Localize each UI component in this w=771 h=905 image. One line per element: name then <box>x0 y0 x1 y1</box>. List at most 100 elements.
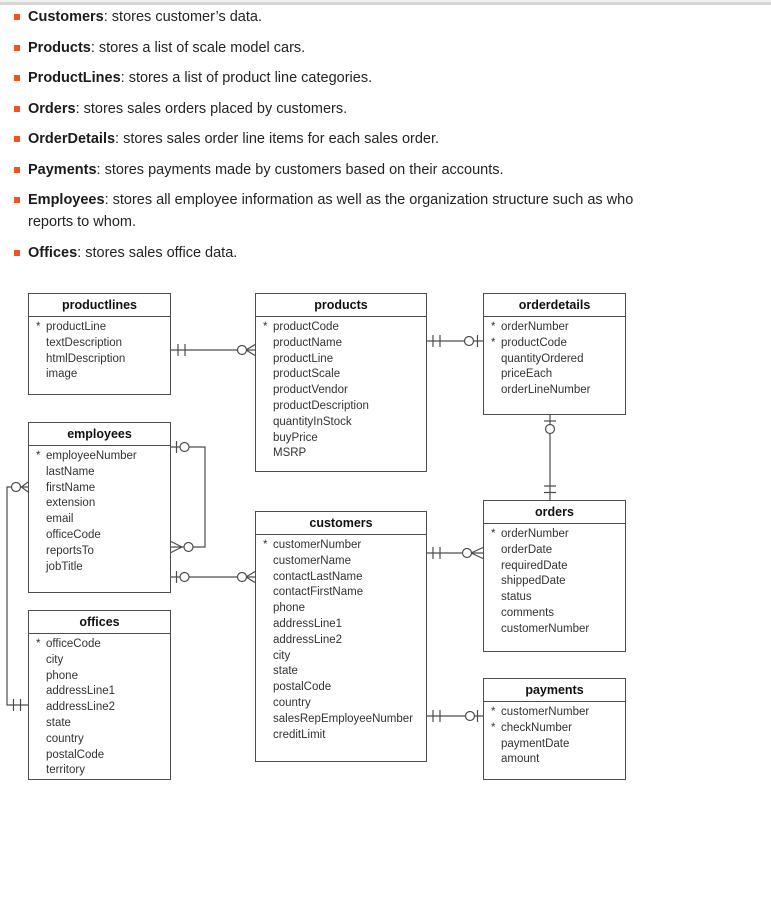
connector-orderdetails-orders <box>544 415 556 500</box>
table-term: Orders <box>28 100 76 117</box>
field-row: postalCode <box>29 748 170 764</box>
primary-key-asterisk <box>263 601 273 617</box>
primary-key-asterisk: * <box>36 321 41 333</box>
top-divider <box>0 0 771 5</box>
field-row: *productCode <box>484 336 625 352</box>
field-name: buyPrice <box>273 431 318 444</box>
table-term: Payments <box>28 161 97 178</box>
table-title: employees <box>29 423 170 446</box>
field-name: creditLimit <box>273 728 326 741</box>
table-term: Offices <box>28 244 78 261</box>
field-name: reportsTo <box>46 544 94 557</box>
primary-key-asterisk <box>36 465 46 481</box>
field-name: productVendor <box>273 384 348 397</box>
connector-customers-orders <box>427 546 484 560</box>
primary-key-asterisk <box>36 528 46 544</box>
field-row: productLine <box>256 352 426 368</box>
primary-key-asterisk <box>491 543 501 559</box>
field-name: comments <box>501 606 555 619</box>
primary-key-asterisk <box>491 590 501 606</box>
field-row: firstName <box>29 481 170 497</box>
table-desc: : stores payments made by customers base… <box>96 161 504 178</box>
primary-key-asterisk <box>36 669 46 685</box>
primary-key-asterisk <box>491 622 501 638</box>
field-name: paymentDate <box>501 737 570 750</box>
table-title: products <box>256 294 426 317</box>
primary-key-asterisk <box>263 570 273 586</box>
table-desc: : stores sales order line items for each… <box>115 131 440 147</box>
field-name: postalCode <box>46 748 105 761</box>
primary-key-asterisk: * <box>491 528 496 540</box>
primary-key-asterisk <box>36 732 46 748</box>
primary-key-asterisk <box>36 481 46 497</box>
list-item-offices: Offices: stores sales office data. <box>14 242 662 264</box>
table-desc: : stores a list of scale model cars. <box>90 39 306 56</box>
primary-key-asterisk <box>36 336 46 352</box>
field-name: country <box>46 732 84 745</box>
primary-key-asterisk <box>36 512 46 528</box>
field-row: *employeeNumber <box>29 449 170 465</box>
primary-key-asterisk <box>36 560 46 576</box>
bullet-icon <box>14 249 20 256</box>
table-title: orders <box>484 501 625 524</box>
field-name: productLine <box>273 352 334 365</box>
list-item-products: Products: stores a list of scale model c… <box>14 37 662 59</box>
field-row: contactLastName <box>256 570 426 586</box>
primary-key-asterisk <box>491 752 501 768</box>
field-name: extension <box>46 497 96 510</box>
field-name: quantityOrdered <box>501 352 584 365</box>
field-name: requiredDate <box>501 559 568 572</box>
primary-key-asterisk <box>263 554 273 570</box>
primary-key-asterisk <box>36 653 46 669</box>
field-name: phone <box>46 669 78 682</box>
table-title: orderdetails <box>484 294 625 317</box>
field-name: lastName <box>46 465 95 478</box>
primary-key-asterisk <box>36 544 46 560</box>
table-desc: : stores sales orders placed by customer… <box>75 100 348 117</box>
field-name: customerNumber <box>501 622 590 635</box>
connector-employees-reportsto-self <box>170 441 206 554</box>
primary-key-asterisk: * <box>491 721 496 734</box>
field-name: orderNumber <box>501 528 569 540</box>
list-item-orderdetails: OrderDetails: stores sales order line it… <box>14 128 662 150</box>
primary-key-asterisk <box>263 649 273 665</box>
bullet-icon <box>14 75 20 81</box>
primary-key-asterisk <box>263 431 273 447</box>
connector-customers-payments <box>427 710 483 722</box>
field-row: city <box>256 649 426 665</box>
field-name: textDescription <box>46 336 123 349</box>
list-item-orders: Orders: stores sales orders placed by cu… <box>14 98 662 120</box>
field-row: * orderNumber <box>484 527 625 543</box>
field-name: phone <box>273 602 305 615</box>
field-name: jobTitle <box>46 560 83 573</box>
field-name: shippedDate <box>501 575 566 588</box>
field-name: customerNumber <box>501 706 590 718</box>
primary-key-asterisk <box>36 700 46 716</box>
field-row: amount <box>484 752 625 768</box>
primary-key-asterisk <box>491 559 501 575</box>
primary-key-asterisk <box>491 606 501 622</box>
primary-key-asterisk <box>491 737 501 753</box>
field-name: checkNumber <box>501 721 572 734</box>
table-term: Products <box>28 39 91 56</box>
field-name: MSRP <box>273 447 307 460</box>
primary-key-asterisk <box>36 748 46 764</box>
primary-key-asterisk <box>263 728 273 744</box>
field-row: officeCode <box>29 528 170 544</box>
list-item-employees: Employees: stores all employee informati… <box>14 189 662 233</box>
primary-key-asterisk <box>263 352 273 368</box>
connector-employees-customers <box>171 570 256 584</box>
field-name: city <box>273 649 291 662</box>
bullet-icon <box>14 166 20 173</box>
table-term: OrderDetails <box>28 131 116 147</box>
